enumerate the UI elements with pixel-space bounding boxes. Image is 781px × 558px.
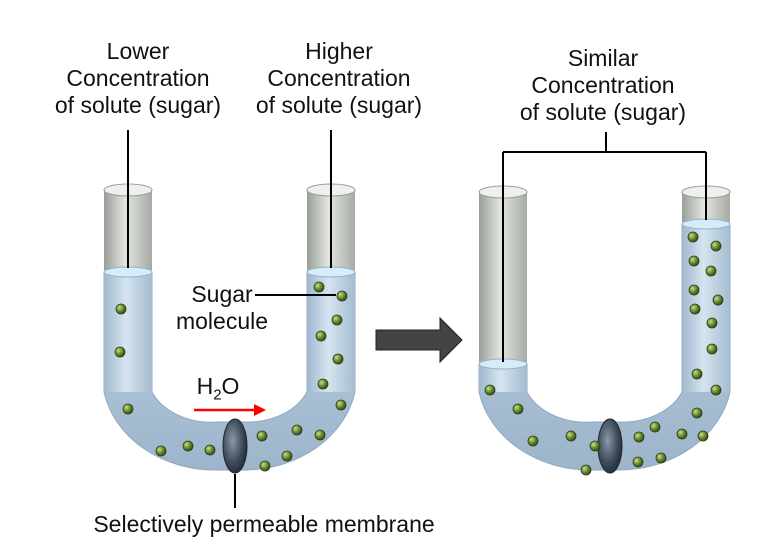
- process-arrow: [375, 316, 463, 364]
- sugar-molecule: [706, 317, 718, 329]
- lower-concentration-label: Lower Concentration of solute (sugar): [38, 38, 238, 119]
- sugar-molecule: [691, 407, 703, 419]
- before-leader-lines: [127, 130, 336, 508]
- sugar-molecule: [291, 424, 303, 436]
- sugar-molecule: [565, 430, 577, 442]
- sugar-molecule: [259, 460, 271, 472]
- sugar-molecule: [182, 440, 194, 452]
- left-arm-liquid: [104, 272, 152, 392]
- label-line: Concentration: [531, 72, 675, 98]
- before-sugar-molecules: [114, 281, 348, 472]
- label-line: molecule: [175, 308, 269, 334]
- similar-concentration-bracket: [502, 132, 707, 362]
- label-line: Similar: [567, 45, 639, 71]
- sugar-molecule: [689, 303, 701, 315]
- right-liquid-surface: [306, 266, 356, 278]
- left-liquid-surface: [103, 266, 153, 278]
- membrane-label: Selectively permeable membrane: [64, 511, 464, 538]
- higher-concentration-label: Higher Concentration of solute (sugar): [239, 38, 439, 119]
- label-line: Concentration: [267, 65, 411, 91]
- sugar-molecule: [317, 378, 329, 390]
- after-right-arm-liquid: [682, 224, 730, 392]
- sugar-molecule: [114, 346, 126, 358]
- before-u-tube: [103, 183, 356, 474]
- water-h: H: [196, 373, 214, 399]
- after-u-liquid: [478, 223, 731, 471]
- sugar-molecule: [256, 430, 268, 442]
- sugar-molecule: [580, 464, 592, 476]
- after-right-surface: [681, 218, 731, 230]
- sugar-molecule: [115, 303, 127, 315]
- sugar-molecule: [697, 430, 709, 442]
- label-line: of solute (sugar): [54, 92, 222, 118]
- sugar-molecule: [336, 290, 348, 302]
- sugar-molecule: [710, 240, 722, 252]
- sugar-molecule: [655, 452, 667, 464]
- sugar-molecule: [706, 343, 718, 355]
- left-u-liquid: [103, 271, 356, 471]
- after-u-tube: [478, 185, 731, 474]
- sugar-molecule: [712, 294, 724, 306]
- sugar-molecule: [688, 255, 700, 267]
- sugar-molecule: [676, 428, 688, 440]
- membrane-before: [222, 418, 248, 474]
- label-line: Sugar: [191, 281, 253, 307]
- sugar-molecule: [632, 456, 644, 468]
- sugar-molecule: [484, 384, 496, 396]
- right-arm-liquid: [307, 272, 355, 392]
- after-sugar-molecules: [484, 231, 724, 476]
- label-line: Selectively permeable membrane: [93, 511, 435, 537]
- label-line: Concentration: [66, 65, 210, 91]
- sugar-molecule: [314, 429, 326, 441]
- water-flow-arrow: [194, 404, 266, 416]
- sugar-molecule: [691, 368, 703, 380]
- sugar-molecule: [687, 231, 699, 243]
- sugar-molecule: [512, 403, 524, 415]
- sugar-molecule: [204, 444, 216, 456]
- label-line: of solute (sugar): [519, 99, 687, 125]
- label-line: Higher: [305, 38, 373, 64]
- similar-concentration-label: Similar Concentration of solute (sugar): [503, 45, 703, 126]
- sugar-molecule: [281, 450, 293, 462]
- water-label: H2O: [183, 373, 253, 403]
- sugar-molecule: [589, 440, 601, 452]
- sugar-molecule: [649, 421, 661, 433]
- label-line: Lower: [106, 38, 170, 64]
- sugar-molecule: [705, 265, 717, 277]
- sugar-molecule: [313, 281, 325, 293]
- sugar-molecule: [527, 435, 539, 447]
- sugar-molecule-label: Sugar molecule: [162, 281, 282, 335]
- sugar-molecule: [633, 431, 645, 443]
- sugar-molecule: [332, 353, 344, 365]
- label-line: of solute (sugar): [255, 92, 423, 118]
- sugar-molecule: [710, 384, 722, 396]
- sugar-molecule: [688, 284, 700, 296]
- water-o: O: [221, 373, 240, 399]
- sugar-molecule: [155, 445, 167, 457]
- water-subscript: 2: [213, 386, 222, 404]
- membrane-after: [597, 418, 623, 474]
- sugar-molecule: [122, 403, 134, 415]
- sugar-molecule: [335, 399, 347, 411]
- sugar-molecule: [331, 314, 343, 326]
- sugar-molecule: [315, 330, 327, 342]
